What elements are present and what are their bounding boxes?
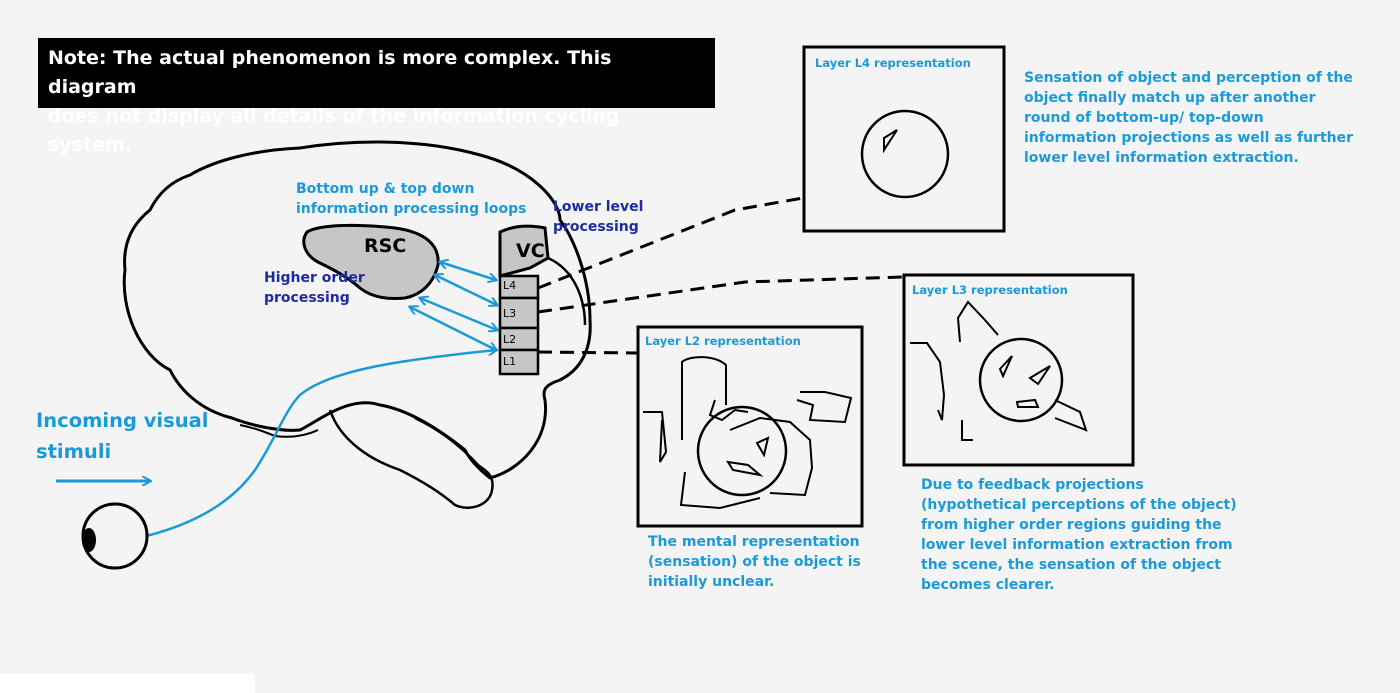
l3-squiggle-3 <box>1054 399 1088 432</box>
l3-eye-left <box>998 355 1013 379</box>
stimuli-label: Incoming visual stimuli <box>36 405 208 467</box>
lower-level-label: Lower level processing <box>553 197 643 237</box>
lower-label-line-1: Lower level <box>553 199 644 215</box>
l2-face <box>696 405 788 497</box>
l2-squiggle-4 <box>729 416 814 497</box>
l4-caption-line-1: Sensation of object and perception of th… <box>1024 70 1353 86</box>
l3-caption-line-2: (hypothetical perceptions of the object) <box>921 497 1237 513</box>
l3-caption-line-4: lower level information extraction from <box>921 537 1233 553</box>
l3-caption-line-1: Due to feedback projections <box>921 477 1144 493</box>
l4-caption-line-3: round of bottom-up/ top-down <box>1024 110 1264 126</box>
connector-l3 <box>537 275 904 314</box>
loop-arrow-2 <box>435 275 497 305</box>
l4-caption-line-5: lower level information extraction. <box>1024 150 1299 166</box>
connector-l1 <box>537 350 638 355</box>
higher-label-line-2: processing <box>264 290 350 306</box>
l3-squiggle-2 <box>910 342 946 421</box>
layer-l3-label: L3 <box>503 307 517 320</box>
panel-l4-caption: Sensation of object and perception of th… <box>1024 68 1353 168</box>
l3-caption-line-5: the scene, the sensation of the object <box>921 557 1221 573</box>
stimuli-line-2: stimuli <box>36 440 112 463</box>
occipital-curve <box>547 256 587 326</box>
l2-caption-line-2: (sensation) of the object is <box>648 554 861 570</box>
rsc-label: RSC <box>364 235 407 257</box>
vc-label: VC <box>516 240 545 262</box>
note-line-2: does not display all details of the info… <box>48 105 620 156</box>
loop-arrow-3 <box>420 298 497 330</box>
higher-order-label: Higher order processing <box>264 268 365 308</box>
l3-squiggle-4 <box>961 420 973 441</box>
panel-l2-title: Layer L2 representation <box>645 334 801 348</box>
panel-l4-title: Layer L4 representation <box>815 56 971 70</box>
l4-caption-line-2: object finally match up after another <box>1024 90 1316 106</box>
loop-arrow-4 <box>410 307 496 350</box>
l2-mouth <box>726 460 764 477</box>
layer-l1-region <box>498 348 540 376</box>
panel-l3-caption: Due to feedback projections (hypothetica… <box>921 475 1237 595</box>
loops-label-line-1: Bottom up & top down <box>296 181 475 197</box>
l4-face <box>860 109 950 199</box>
connector-l4 <box>537 196 804 290</box>
l3-caption-line-3: from higher order regions guiding the <box>921 517 1222 533</box>
l2-squiggle-5 <box>708 399 749 422</box>
l3-mouth <box>1015 398 1040 408</box>
l4-eye <box>883 129 898 154</box>
panel-l3 <box>902 273 1135 467</box>
rsc-region <box>302 223 440 300</box>
layer-l4-label: L4 <box>503 279 517 292</box>
layer-l1-label: L1 <box>503 355 517 368</box>
l2-squiggle-2 <box>643 411 668 463</box>
l3-face <box>978 337 1064 423</box>
cerebellum <box>328 409 494 509</box>
loops-label-line-2: information processing loops <box>296 201 527 217</box>
optic-pathway <box>145 350 496 538</box>
l2-squiggle-1 <box>681 356 727 440</box>
l2-squiggle-6 <box>679 471 761 510</box>
panel-l3-title: Layer L3 representation <box>912 283 1068 297</box>
note-box: Note: The actual phenomenon is more comp… <box>38 38 715 156</box>
panel-l4 <box>802 45 1006 233</box>
eye-pupil <box>82 528 96 552</box>
note-line-1: Note: The actual phenomenon is more comp… <box>48 47 612 98</box>
l3-caption-line-6: becomes clearer. <box>921 577 1055 593</box>
higher-label-line-1: Higher order <box>264 270 365 286</box>
loop-arrow-1 <box>440 262 496 280</box>
l3-eye-right <box>1028 365 1051 386</box>
loops-label: Bottom up & top down information process… <box>296 179 526 219</box>
l2-caption-line-1: The mental representation <box>648 534 860 550</box>
l4-caption-line-4: information projections as well as furth… <box>1024 130 1354 146</box>
l3-squiggle-1 <box>956 300 999 343</box>
l2-squiggle-3 <box>796 391 853 424</box>
panel-l2-caption: The mental representation (sensation) of… <box>648 532 861 592</box>
stimuli-line-1: Incoming visual <box>36 409 209 432</box>
l2-eye <box>755 436 770 458</box>
bottom-white-strip <box>0 674 255 693</box>
vc-region <box>498 224 550 278</box>
l2-caption-line-3: initially unclear. <box>648 574 775 590</box>
lower-label-line-2: processing <box>553 219 639 235</box>
layer-l2-label: L2 <box>503 333 517 346</box>
panel-l2 <box>636 325 864 528</box>
